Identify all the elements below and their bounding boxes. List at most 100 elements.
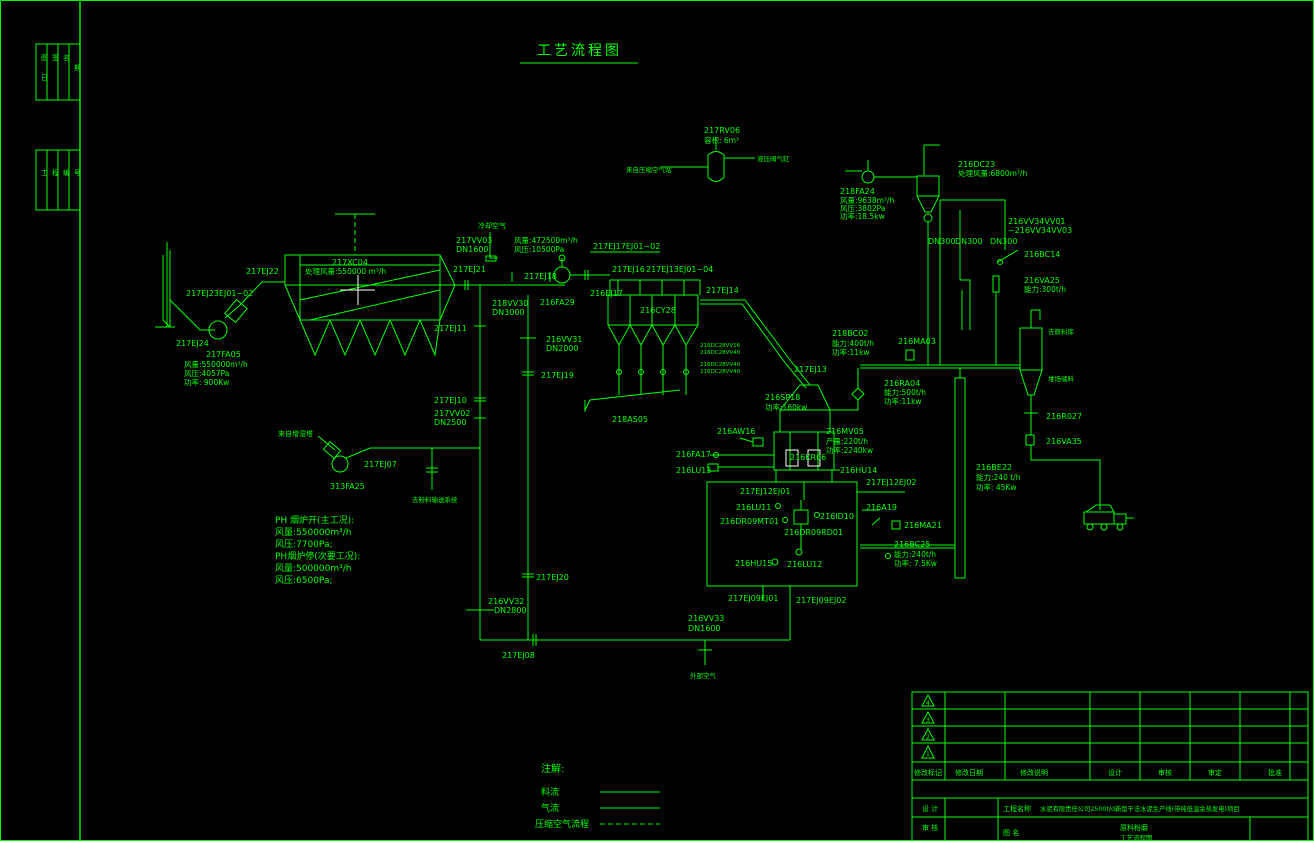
bc25-point bbox=[885, 553, 891, 559]
rev-mark-4: 4 bbox=[926, 700, 930, 707]
ej14-label: 217EJ14 bbox=[706, 286, 739, 295]
strip-cell: 号 bbox=[74, 169, 81, 177]
rev-mark-3: 3 bbox=[926, 717, 930, 724]
mill-outlet-duct bbox=[700, 299, 811, 386]
bc02-power: 功率:11kw bbox=[832, 347, 870, 357]
title-block bbox=[911, 691, 1309, 841]
drawing-label: 图 名 bbox=[1003, 828, 1019, 837]
id10-point bbox=[814, 512, 820, 518]
truck-loading-line bbox=[1030, 445, 1101, 510]
ej09ej02-label: 217EJ09EJ02 bbox=[796, 596, 846, 605]
rd01-label: 216DR09RD01 bbox=[784, 528, 843, 537]
hdr-rev-desc: 修改说明 bbox=[1020, 768, 1048, 777]
drawing-title: 工艺流程图 bbox=[537, 43, 622, 59]
aw16-leader bbox=[739, 437, 754, 443]
bc25-cap: 能力:240t/h bbox=[894, 549, 936, 559]
row-design: 设 计 bbox=[922, 804, 938, 813]
ej09ej01-label: 217EJ09EJ01 bbox=[728, 594, 778, 603]
silo-inlet bbox=[1031, 309, 1041, 320]
row-check: 审 核 bbox=[922, 823, 938, 832]
sp18-label: 216SP18 bbox=[765, 393, 800, 402]
bc14-point bbox=[997, 259, 1003, 265]
dust-collector-dc23 bbox=[916, 175, 940, 197]
strip-cell: 程 bbox=[52, 168, 59, 177]
a19-label: 216A19 bbox=[866, 503, 897, 512]
ra04-label: 216RA04 bbox=[884, 379, 920, 388]
silo-cone bbox=[1019, 369, 1043, 396]
cold-air-valve bbox=[485, 255, 497, 262]
vent-duct-3 bbox=[940, 199, 1006, 250]
mill-outlet-duct bbox=[700, 303, 807, 389]
dc23-valve-icon bbox=[923, 213, 933, 223]
bucket-elev-top bbox=[960, 279, 971, 330]
bc25-label: 216BC25 bbox=[894, 540, 930, 549]
va25-cap: 能力:300t/h bbox=[1024, 284, 1066, 294]
bc02-cap: 能力:400t/h bbox=[832, 338, 874, 348]
dn300b-label: DN300 bbox=[955, 237, 982, 246]
as05-label: 218AS05 bbox=[612, 415, 648, 424]
fa24-label: 218FA24 bbox=[840, 187, 875, 196]
fa24-flow: 风量:9638m³/h bbox=[840, 196, 894, 205]
ej16-label: 217EJ16 bbox=[612, 265, 645, 274]
vv34b-label: ~216VV34VV03 bbox=[1008, 226, 1072, 235]
lu11-label: 216LU11 bbox=[736, 503, 771, 512]
valve-d-label: 216DC28VV40 bbox=[700, 369, 741, 375]
note-stop-press: 风压:6500Pa; bbox=[275, 575, 333, 586]
fan-motor-icon bbox=[558, 254, 566, 262]
rev-mark-2: 2 bbox=[926, 734, 930, 741]
fan-motor bbox=[224, 298, 248, 324]
be22-cap: 能力:240 t/h bbox=[976, 472, 1021, 482]
hu15-point bbox=[771, 558, 779, 566]
stack-duct bbox=[169, 299, 215, 331]
project-name: 水泥有限责任公司2500t/d新型干法水泥生产线(带纯低温余热发电)项目 bbox=[1040, 804, 1240, 813]
va35-icon bbox=[1025, 434, 1035, 446]
hu15-label: 216HU15 bbox=[735, 559, 772, 568]
ej08-label: 217EJ08 bbox=[502, 651, 535, 660]
ma21-label: 216MA21 bbox=[904, 521, 942, 530]
air-receiver-icon bbox=[707, 151, 725, 182]
vv31-dn: DN2000 bbox=[546, 344, 579, 353]
fa05-label: 217FA05 bbox=[206, 350, 241, 359]
aw16-icon bbox=[752, 437, 764, 447]
valve-c-label: 216DC28VV40 bbox=[700, 362, 741, 368]
ej20-label: 217EJ20 bbox=[536, 573, 569, 582]
bag-filter-xc04 bbox=[284, 213, 456, 357]
note-stop-flow: 风量:500000m³/h bbox=[275, 563, 352, 574]
stack-label: 217EJ23EJ01~02 bbox=[186, 289, 253, 298]
valve-a-label: 216DC28VV16 bbox=[700, 343, 741, 349]
va35-label: 216VA35 bbox=[1046, 437, 1082, 446]
fa24-power: 功率:18.5kw bbox=[840, 211, 885, 221]
ej22-label: 217EJ22 bbox=[246, 267, 279, 276]
ra04-power: 功率:11kw bbox=[884, 396, 922, 406]
ej17ej01-label: 217EJ17EJ01~02 bbox=[593, 242, 660, 251]
vv03-dn: DN1600 bbox=[456, 245, 489, 254]
bc02-label: 218BC02 bbox=[832, 329, 868, 338]
fa05-power: 功率: 900Kw bbox=[184, 377, 229, 387]
preheater-duct bbox=[317, 435, 336, 451]
rv06-label: 217RV06 bbox=[704, 126, 740, 135]
legend-compressed: 压缩空气流程 bbox=[535, 818, 589, 830]
ej12ej01-label: 217EJ12EJ01 bbox=[740, 487, 790, 496]
vv33-label: 216VV33 bbox=[688, 614, 724, 623]
silo-body bbox=[1019, 327, 1043, 371]
ej07-label: 217EJ07 bbox=[364, 460, 397, 469]
lu12-label: 216LU12 bbox=[787, 560, 822, 569]
mv05-cap: 产量:220t/h bbox=[826, 436, 868, 446]
dn300c-label: DN300 bbox=[990, 237, 1017, 246]
dc23-hopper bbox=[916, 195, 940, 213]
vv31-label: 216VV31 bbox=[546, 335, 582, 344]
strip-cell: 工 bbox=[41, 169, 48, 177]
rv06-vol: 容积: 6m³ bbox=[704, 135, 739, 145]
id10-label: 216ID10 bbox=[820, 512, 854, 521]
legend-material: 料流 bbox=[541, 786, 559, 798]
lu13-label: 216LU13 bbox=[676, 466, 711, 475]
xc04-flow: 处理风量:550000 m³/h bbox=[305, 266, 386, 276]
note-normal-flow: 风量:550000m³/h bbox=[275, 527, 352, 538]
ej13ej01-label: 217EJ13EJ01~04 bbox=[646, 265, 713, 274]
vv02-label: 217VV02 bbox=[434, 409, 470, 418]
note-normal-title: PH 烟炉开(主工况): bbox=[275, 514, 354, 526]
rev-mark-1: 1 bbox=[926, 751, 930, 758]
cyclone-group bbox=[584, 279, 701, 412]
